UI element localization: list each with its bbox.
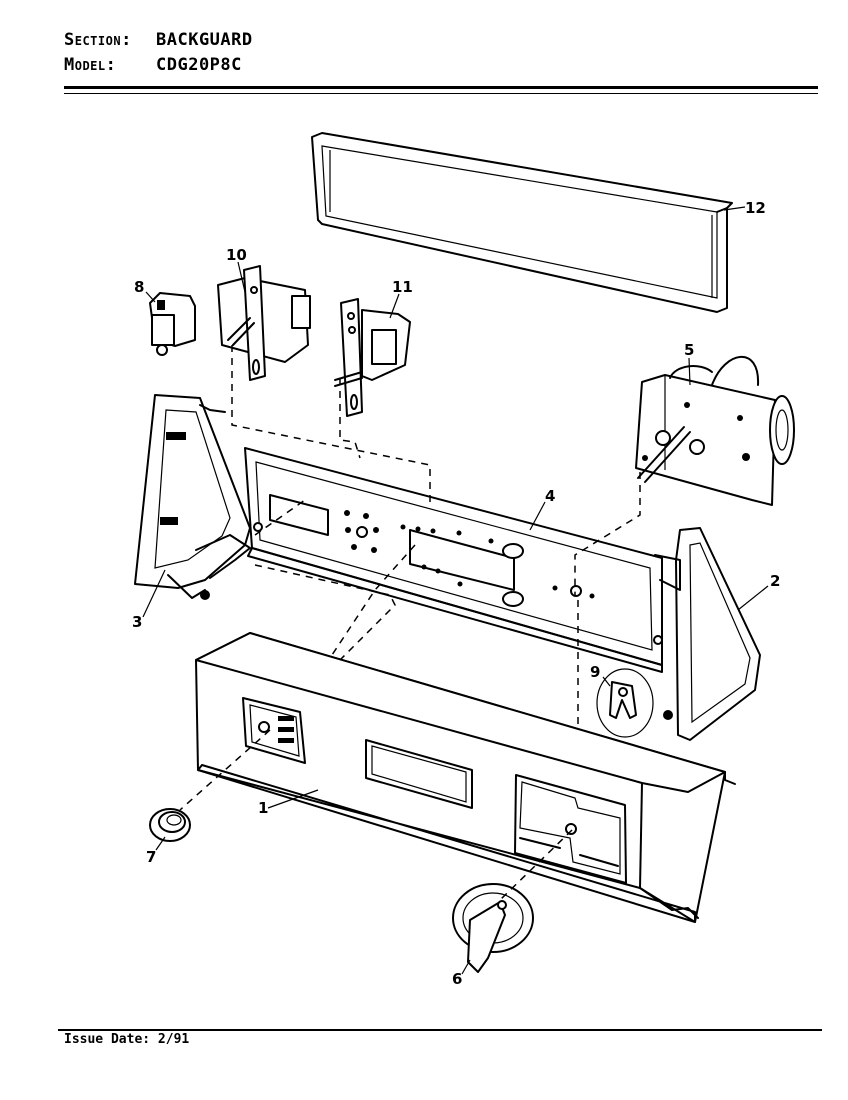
part-8-switch — [149, 292, 196, 356]
model-value: CDG20P8C — [156, 55, 242, 75]
header-rule-thick — [64, 86, 818, 89]
callout-12: 12 — [745, 199, 766, 217]
model-label: Model: — [64, 55, 117, 75]
part-6-large-knob — [452, 883, 534, 973]
leader-lines — [142, 206, 769, 975]
part-3-left-end-cap — [134, 394, 251, 600]
callout-7: 7 — [146, 848, 156, 866]
part-7-knob — [149, 808, 191, 842]
callout-numbers: 10 8 11 12 5 4 2 3 9 1 7 6 — [132, 199, 780, 988]
callout-10: 10 — [226, 246, 247, 264]
footer-rule — [58, 1029, 822, 1031]
part-12-trim-strip — [311, 132, 733, 313]
callout-5: 5 — [684, 341, 694, 359]
part-1-console — [195, 632, 736, 923]
part-2-right-end-cap — [654, 527, 761, 741]
callout-4: 4 — [545, 487, 555, 505]
header-rule-thin — [64, 93, 818, 94]
callout-6: 6 — [452, 970, 462, 988]
part-10-timer — [217, 265, 311, 381]
callout-11: 11 — [392, 278, 413, 296]
part-11-switch — [334, 298, 411, 417]
assembly-dashed-lines — [179, 345, 641, 901]
callout-2: 2 — [770, 572, 780, 590]
callout-1: 1 — [258, 799, 268, 817]
callout-8: 8 — [134, 278, 144, 296]
callout-3: 3 — [132, 613, 142, 631]
issue-date: Issue Date: 2/91 — [64, 1032, 190, 1047]
section-value: BACKGUARD — [156, 30, 253, 50]
part-5-motor — [635, 355, 795, 506]
part-9-clip — [596, 668, 654, 738]
part-4-control-plate — [244, 447, 663, 673]
callout-9: 9 — [590, 663, 600, 681]
model-line: Model: CDG20P8C — [64, 55, 242, 75]
section-label: Section: — [64, 30, 132, 50]
section-line: Section: BACKGUARD — [64, 30, 253, 50]
